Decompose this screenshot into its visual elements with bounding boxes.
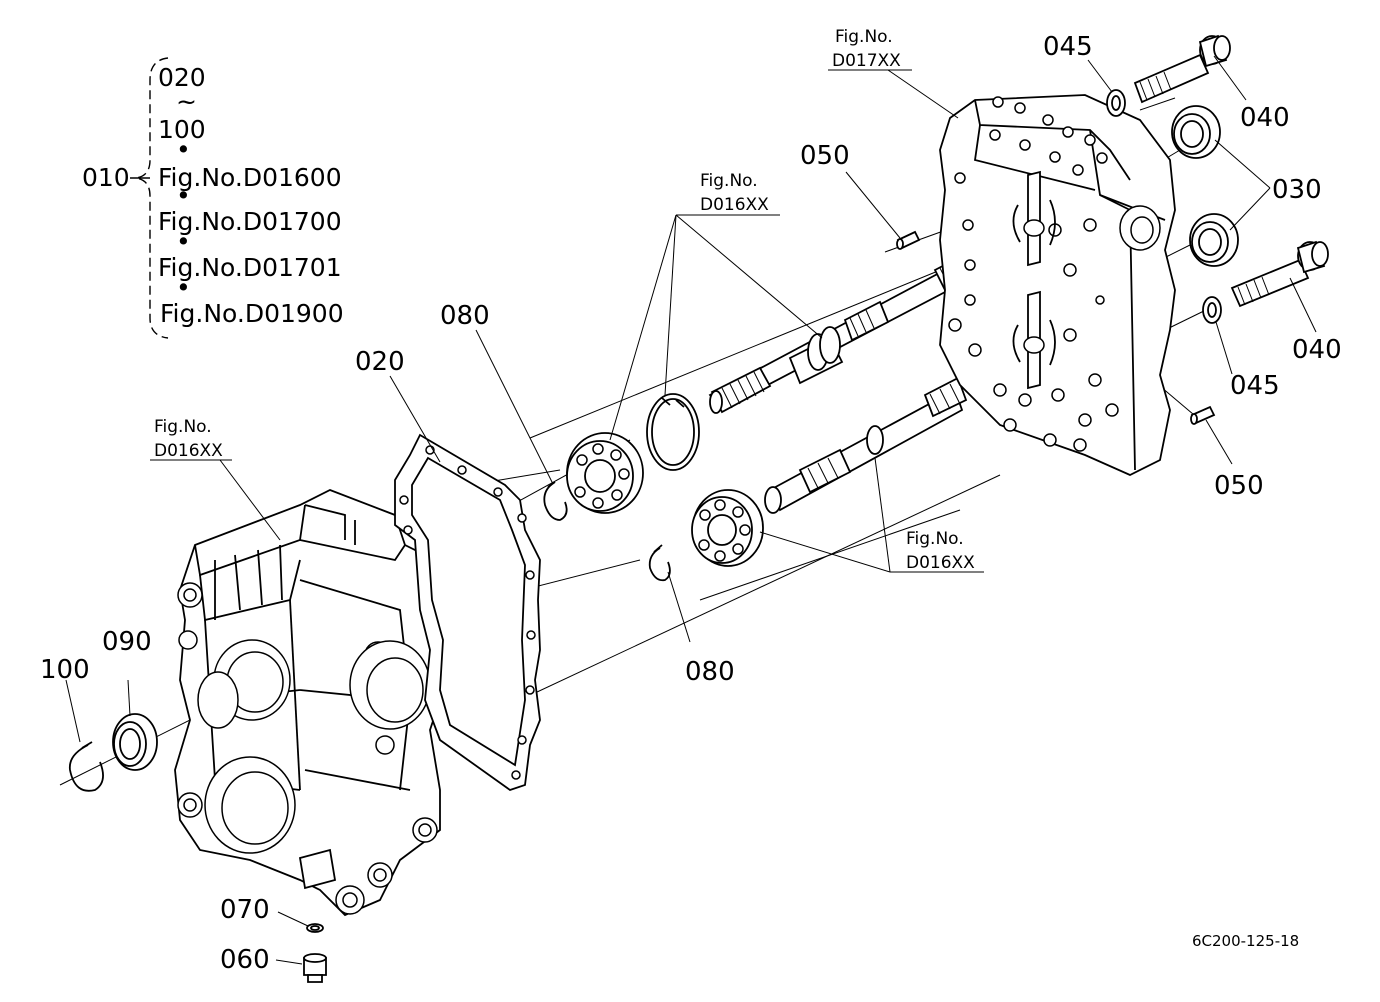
snap-ring-lower [648,544,671,582]
legend-item-dot-4: • [176,273,191,302]
gasket [394,433,541,791]
parts-legend: 010 020 ~ 100 • Fig.No.D01600 • Fig.No.D… [82,57,344,339]
washer-lower [1202,296,1222,324]
ball-bearing-lower [691,489,764,567]
oil-seal-front [112,713,158,771]
legend-item-fig-d01700: Fig.No.D01700 [158,207,342,236]
dowel-pin-upper [896,230,921,250]
figure-references: Fig.No. D016XX Fig.No. D016XX Fig.No. D0… [154,27,975,573]
fig-ref-top-right-line1: Fig.No. [835,27,893,47]
cap-bolt-upper [1133,34,1231,104]
legend-item-dot-1: • [176,135,191,164]
callout-050-lower: 050 [1214,471,1264,501]
legend-item-fig-d01701: Fig.No.D01701 [158,253,342,282]
callout-100: 100 [40,655,90,685]
legend-item-dot-3: • [176,227,191,256]
leader-lines [65,55,1317,965]
callout-080-upper: 080 [440,301,490,331]
rear-housing-plate [939,94,1176,476]
callout-030: 030 [1272,175,1322,205]
washer-upper [1106,89,1126,117]
callout-050-upper: 050 [800,141,850,171]
fig-ref-mid-top-line1: Fig.No. [700,171,758,191]
snap-ring-upper [543,481,568,521]
legend-item-fig-d01900: Fig.No.D01900 [160,299,344,328]
callout-045-lower: 045 [1230,371,1280,401]
front-snap-ring [68,741,104,792]
drawing-id: 6C200-125-18 [1192,932,1299,950]
callout-070: 070 [220,895,270,925]
legend-item-100: 100 [158,115,206,144]
callout-045-upper: 045 [1043,32,1093,62]
shift-slot-upper [1012,170,1056,267]
callout-090: 090 [102,627,152,657]
fig-ref-mid-bottom-line2: D016XX [906,553,975,573]
callout-020: 020 [355,347,405,377]
legend-item-dot-2: • [176,181,191,210]
large-snap-ring [646,393,700,471]
dowel-pin-lower [1190,405,1216,425]
callout-040-upper: 040 [1240,103,1290,133]
legend-item-020: 020 [158,63,206,92]
ball-bearing-upper [566,432,644,514]
fig-ref-left-line2: D016XX [154,441,223,461]
callout-060: 060 [220,945,270,975]
callout-labels: 020 080 080 090 100 070 060 050 050 045 … [40,32,1342,975]
legend-parent-label: 010 [82,163,130,192]
callout-080-lower: 080 [685,657,735,687]
shift-slot-lower [1012,290,1056,390]
upper-shaft [708,254,974,414]
fig-ref-top-right-line2: D017XX [832,51,901,71]
legend-item-range: ~ [176,87,197,116]
callout-040-lower: 040 [1292,335,1342,365]
oil-seal-lower [1189,213,1239,267]
drain-washer [306,923,324,933]
fig-ref-mid-top-line2: D016XX [700,195,769,215]
fig-ref-mid-bottom-line1: Fig.No. [906,529,964,549]
legend-item-fig-d01600: Fig.No.D01600 [158,163,342,192]
fig-ref-left-line1: Fig.No. [154,417,212,437]
oil-seal-upper [1171,105,1221,159]
front-housing [174,489,446,917]
cap-bolt-lower [1230,240,1329,308]
drain-plug [303,953,327,983]
lower-shaft [764,376,968,514]
